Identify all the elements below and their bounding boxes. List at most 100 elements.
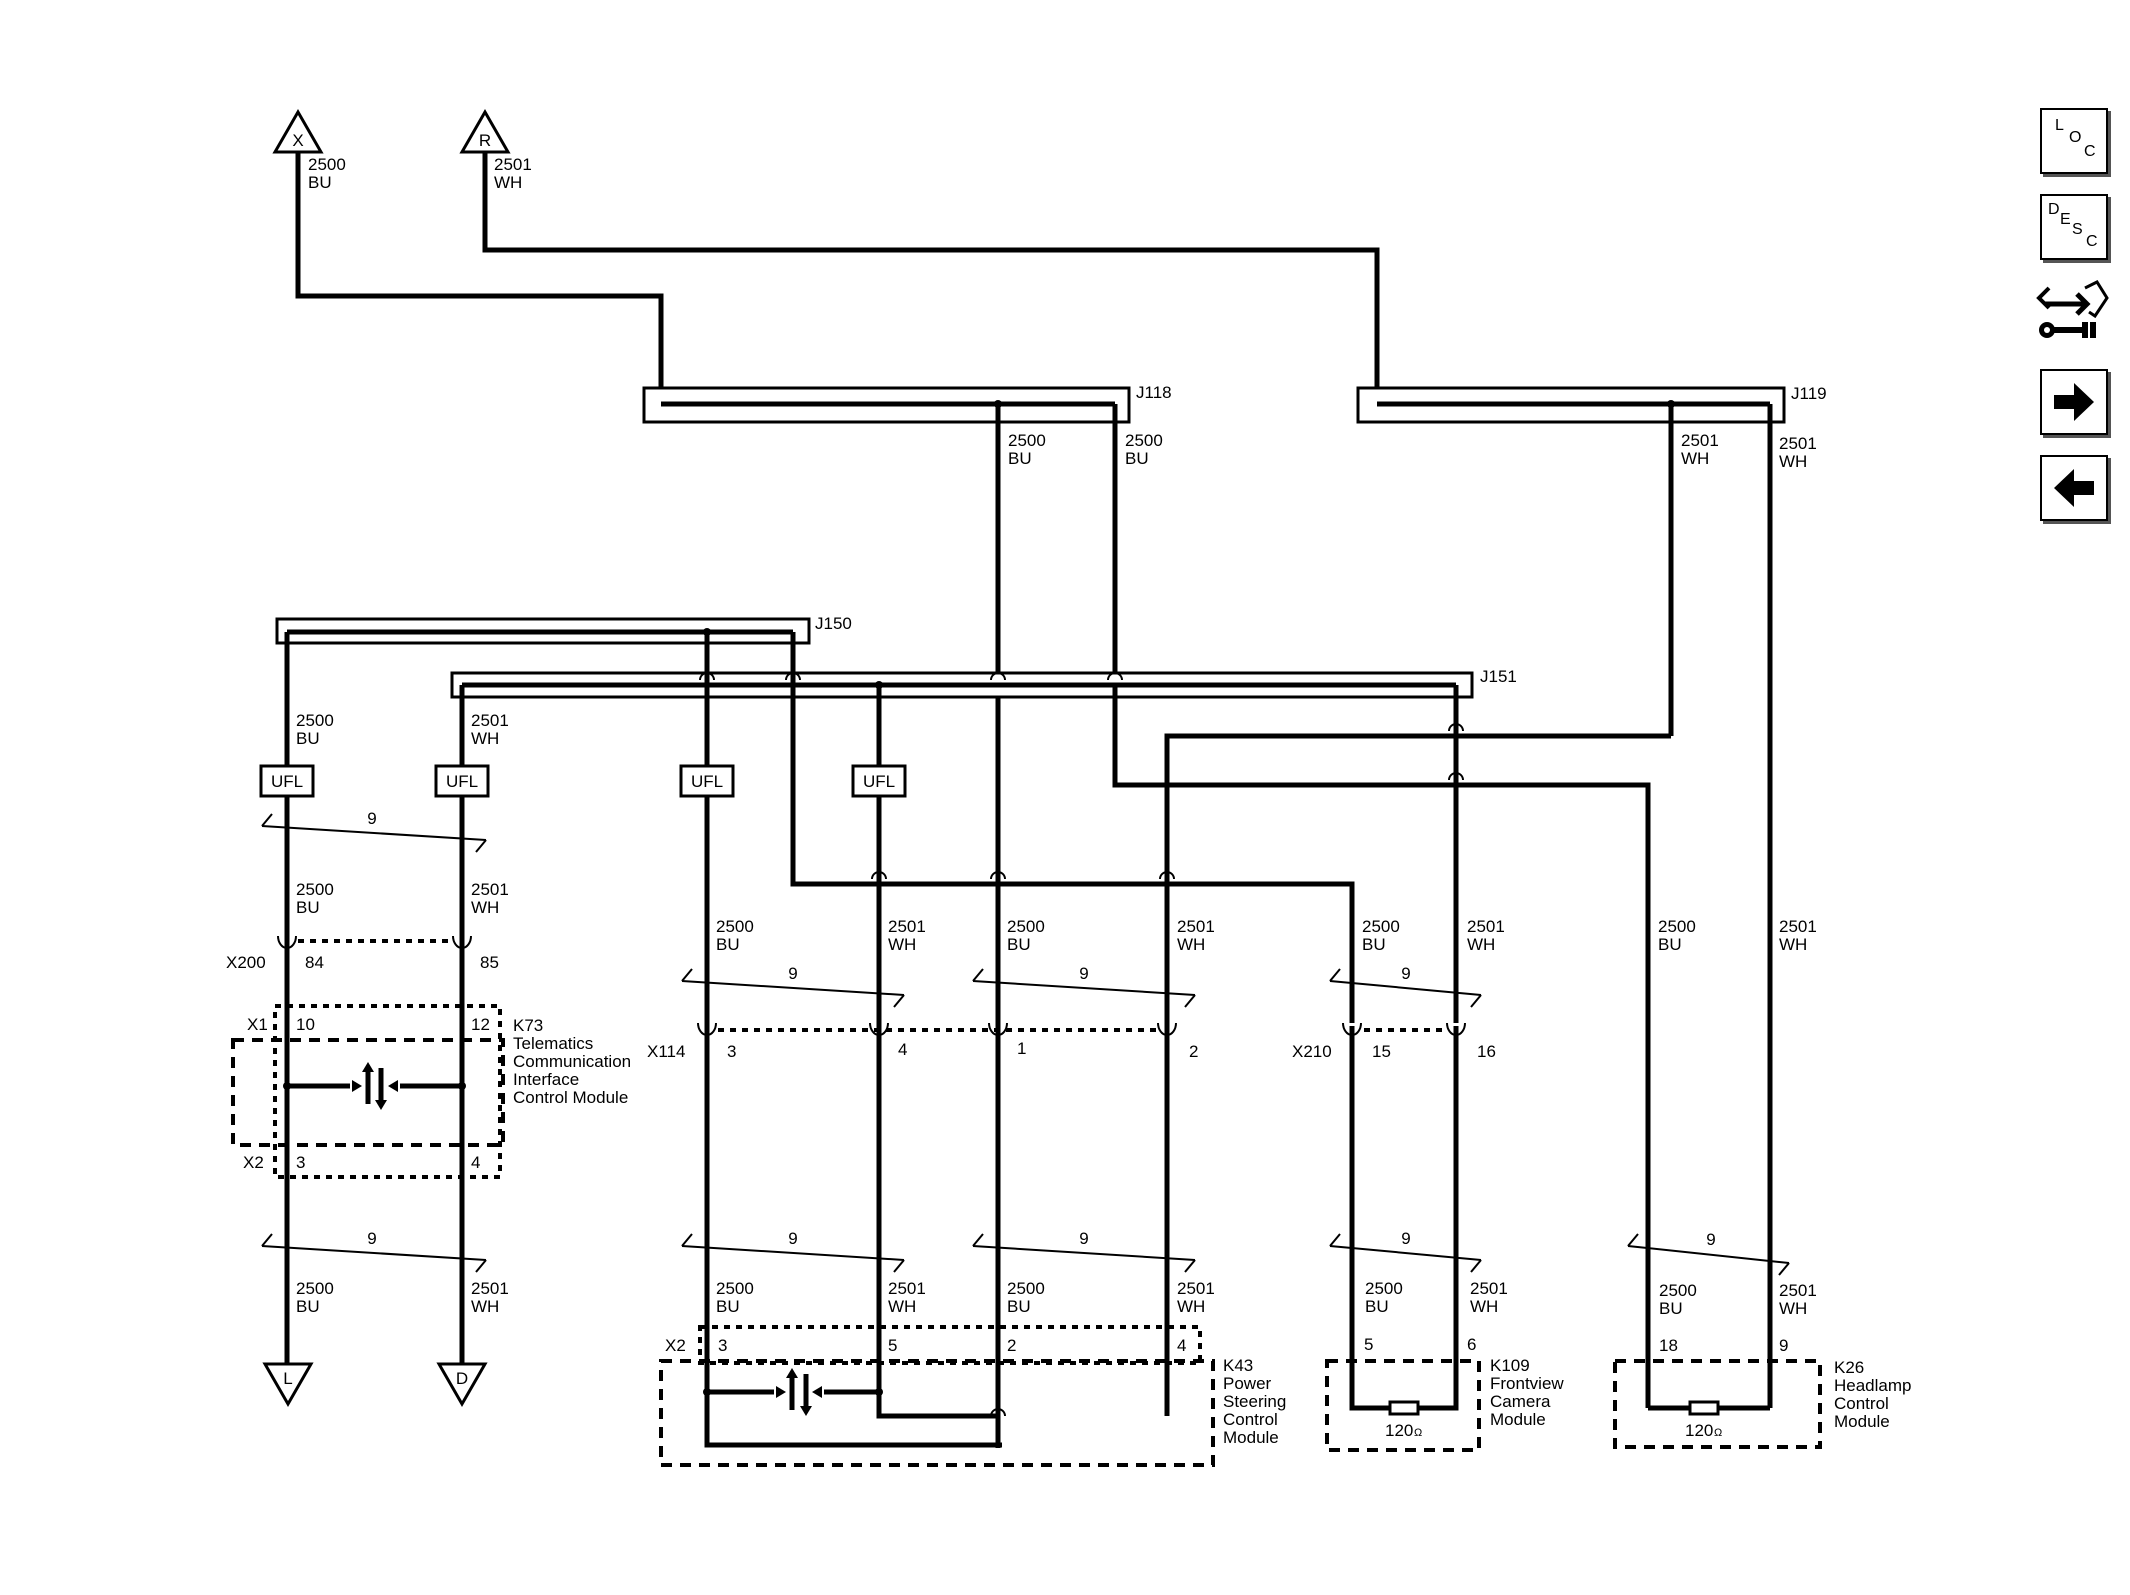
svg-text:9: 9 [788,964,797,983]
connector-x[interactable]: X [272,108,324,154]
wire-label: WH [1779,452,1807,471]
splice-j118[interactable]: J118 [642,383,1172,880]
svg-text:9: 9 [367,809,376,828]
wire-label: BU [308,173,332,192]
module-name-line: Module [1834,1412,1890,1431]
wire-label: 2500 [1007,1279,1045,1298]
pin-label: 3 [296,1153,305,1172]
wire-label: 2500 [308,155,346,174]
pin-label: 12 [471,1015,490,1034]
module-name-line: Power [1223,1374,1272,1393]
module-k73[interactable]: X1 10 12 X2 3 4 K73 Telematics Communica… [231,1004,631,1179]
pin-label: 5 [1364,1335,1373,1354]
connector-r[interactable]: R [459,108,511,154]
splice-j119[interactable]: J119 [1356,384,1827,1408]
module-name-line: Telematics [513,1034,593,1053]
x2-label: X2 [665,1336,686,1355]
wire-label: 2501 [888,917,926,936]
x114-label: X114 [647,1042,685,1061]
wire-label: WH [888,935,916,954]
wire-label: 2501 [1779,1281,1817,1300]
desc-letter: S [2072,221,2083,238]
connector-tool-icon[interactable] [2035,276,2111,346]
twisted-pair-marker: 9 [972,1229,1196,1273]
inline-connector-x200[interactable]: X200 84 85 [226,935,499,972]
wire-label: WH [1779,935,1807,954]
wire-label: 2501 [494,155,532,174]
location-button[interactable]: L O C [2040,108,2108,174]
splice-j151-label: J151 [1480,667,1517,686]
x1-label: X1 [247,1015,268,1034]
connector-l[interactable]: L [262,1362,314,1408]
splice-j150[interactable]: J150 [275,614,852,645]
wire-label: 2500 [1007,917,1045,936]
module-k109[interactable]: 120 Ω 5 6 K109 Frontview Camera Module [1325,1335,1564,1452]
twisted-pair-marker: 9 [1627,1230,1790,1276]
wire-label: BU [296,898,320,917]
wire-label: 2500 [1365,1279,1403,1298]
wire-k109-right [1418,1026,1459,1411]
wire-label: 2500 [1659,1281,1697,1300]
wire-label: BU [1658,935,1682,954]
pin-label: 85 [480,953,499,972]
pin-label: 6 [1467,1335,1476,1354]
resistor-value: 120 [1685,1421,1713,1440]
previous-page-button[interactable] [2040,455,2108,521]
module-k43[interactable]: X2 3 5 2 4 K43 Power Steering Control Mo… [659,1325,1286,1467]
inline-connector-x210[interactable]: X210 15 16 [1292,1022,1496,1061]
wire-label: 2500 [1125,431,1163,450]
wire-2500-x-to-j118 [295,152,664,406]
connector-d[interactable]: D [436,1362,488,1408]
twisted-pair-marker: 9 [1329,964,1482,1008]
description-button[interactable]: D E S C [2040,194,2108,260]
svg-text:UFL: UFL [271,772,303,791]
pin-label: 4 [898,1040,907,1059]
x210-label: X210 [1292,1042,1332,1061]
wire-label: WH [1177,935,1205,954]
svg-text:9: 9 [1079,1229,1088,1248]
wire-label: BU [1008,449,1032,468]
module-name-line: Control [1834,1394,1889,1413]
module-name-line: Communication [513,1052,631,1071]
resistor-symbol [1688,1400,1720,1416]
module-name-line: Control Module [513,1088,628,1107]
module-k26[interactable]: 120 Ω 18 9 K26 Headlamp Control Module [1613,1336,1912,1449]
wire-label: 2500 [296,711,334,730]
twisted-pair-marker: 9 [681,1229,905,1273]
pin-label: 5 [888,1336,897,1355]
pin-label: 3 [718,1336,727,1355]
wire-label: WH [471,898,499,917]
crossing-hops [699,672,1464,880]
wire-label: 2501 [471,880,509,899]
desc-letter: C [2086,233,2098,250]
inline-connector-x114[interactable]: X114 3 4 1 2 [647,1022,1198,1061]
connector-r-label: R [479,131,491,150]
svg-text:9: 9 [1706,1230,1715,1249]
wire-j150-route [790,632,1355,1023]
wire-label: BU [1365,1297,1389,1316]
wire-label: 2500 [296,1279,334,1298]
splice-j151[interactable]: J151 [450,667,1517,699]
wire-label: WH [1779,1299,1807,1318]
pin-label: 3 [727,1042,736,1061]
svg-text:9: 9 [1401,964,1410,983]
desc-letter: E [2060,211,2071,228]
ufl-box: UFL [851,764,907,798]
wire-2501-r-to-j119 [482,152,1380,406]
svg-text:9: 9 [1079,964,1088,983]
splice-j150-label: J150 [815,614,852,633]
resistor-value: 120 [1385,1421,1413,1440]
wire-label: WH [888,1297,916,1316]
wire-x114-pin3 [704,1026,1002,1448]
wire-label: 2501 [1177,917,1215,936]
module-name-line: Headlamp [1834,1376,1912,1395]
connector-l-label: L [283,1369,292,1388]
next-page-button[interactable] [2040,369,2108,435]
wire-label: WH [1470,1297,1498,1316]
loc-letter: L [2055,117,2064,134]
arrow-left-icon [2054,469,2094,507]
module-name-line: Steering [1223,1392,1286,1411]
module-id: K26 [1834,1358,1864,1377]
module-name-line: Camera [1490,1392,1551,1411]
wire-label: WH [1681,449,1709,468]
